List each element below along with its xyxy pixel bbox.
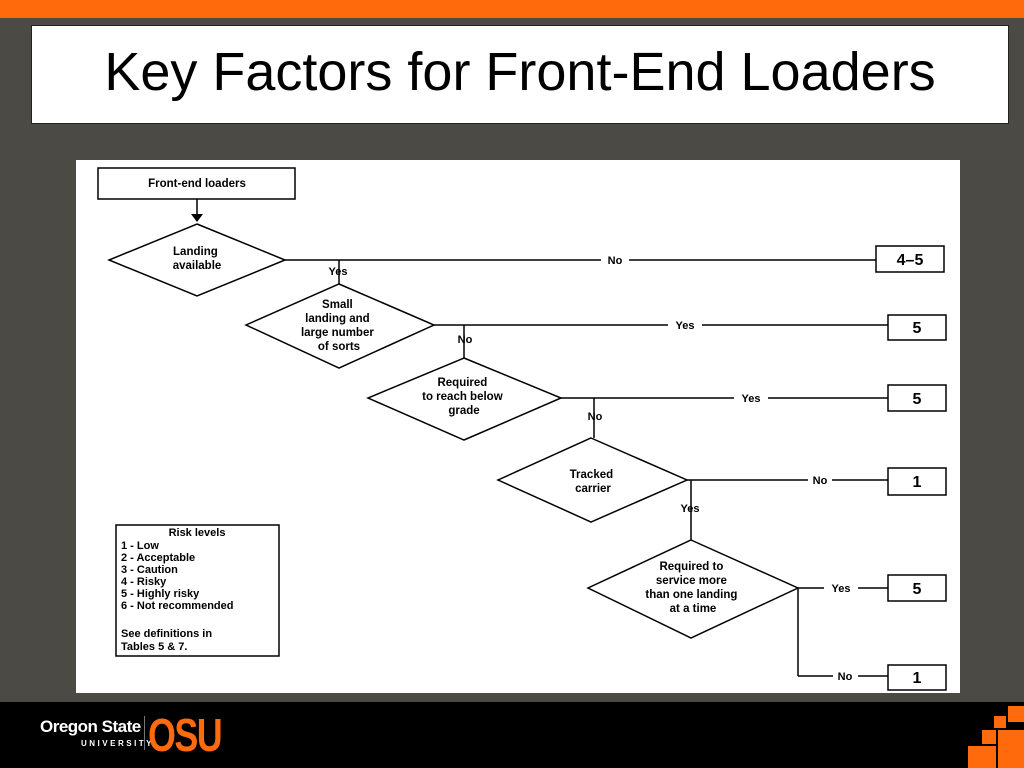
result-value: 1	[913, 670, 922, 687]
slide-title: Key Factors for Front-End Loaders	[104, 42, 936, 102]
legend-note: See definitions in Tables 5 & 7.	[121, 628, 215, 653]
edge-label-d2-yes: Yes	[676, 320, 695, 332]
result-box	[875, 245, 945, 273]
logo-divider	[144, 716, 145, 750]
decision-label-d2: Small landing and large number of sorts	[301, 299, 377, 353]
result-box	[887, 384, 947, 412]
decision-diamond	[366, 357, 563, 441]
decision-diamond	[107, 223, 287, 297]
decision-label-d5: Required to service more than one landin…	[645, 561, 740, 615]
result-value: 5	[913, 581, 922, 598]
result-value: 4–5	[897, 252, 924, 269]
university-wordmark: Oregon State	[40, 717, 141, 736]
legend-title: Risk levels	[169, 527, 226, 539]
legend-box	[115, 524, 280, 657]
start-box	[97, 167, 296, 200]
legend-items: 1 - Low 2 - Acceptable 3 - Caution 4 - R…	[121, 540, 233, 612]
result-box	[887, 467, 947, 496]
decision-label-d4: Tracked carrier	[570, 469, 617, 495]
result-box	[887, 574, 947, 602]
result-box	[887, 314, 947, 341]
edge-label-d5-no: No	[838, 671, 853, 683]
flowchart-svg: Front-end loaders Landing available Smal…	[97, 167, 947, 691]
result-box	[887, 664, 947, 691]
edge-label-d4-no: No	[813, 475, 828, 487]
edge-label-d5-yes: Yes	[832, 583, 851, 595]
decision-diamond	[496, 437, 689, 523]
result-value: 5	[913, 320, 922, 337]
top-accent-bar	[0, 0, 1024, 18]
flowchart-panel: Front-end loaders Landing available Smal…	[76, 160, 960, 693]
result-value: 1	[913, 474, 922, 491]
result-value: 5	[913, 391, 922, 408]
osu-logo-mark: OSU	[148, 709, 223, 761]
arrowhead-icon	[191, 214, 203, 222]
university-subtitle: UNIVERSITY	[81, 739, 155, 748]
edge-label-d2-no: No	[458, 334, 473, 346]
decision-diamond	[586, 539, 800, 639]
edge-label-d1-yes: Yes	[329, 266, 348, 278]
edge-label-d3-no: No	[588, 411, 603, 423]
title-box: Key Factors for Front-End Loaders	[31, 25, 1009, 124]
start-box-label: Front-end loaders	[148, 178, 246, 190]
corner-squares-decoration	[968, 706, 1024, 768]
edge-label-d3-yes: Yes	[742, 393, 761, 405]
decision-label-d3: Required to reach below grade	[422, 377, 506, 417]
edge-label-d1-no: No	[608, 255, 623, 267]
decision-label-d1: Landing available	[173, 246, 222, 272]
edge-label-d4-yes: Yes	[681, 503, 700, 515]
footer-bar: Oregon State UNIVERSITY OSU	[0, 702, 1024, 768]
decision-diamond	[244, 283, 436, 369]
